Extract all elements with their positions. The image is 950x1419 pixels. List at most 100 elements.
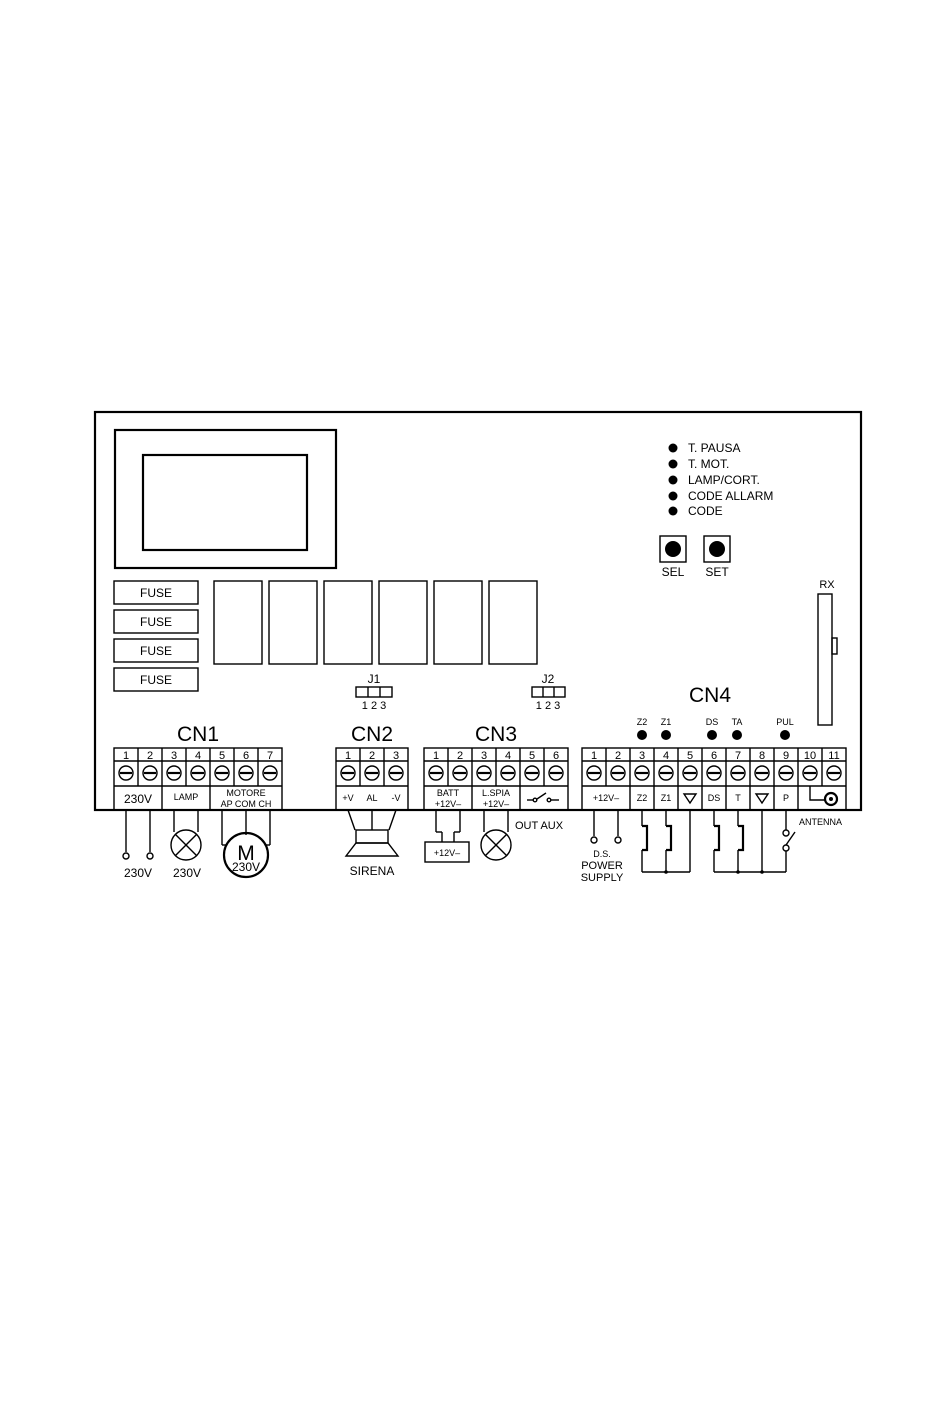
terminal-pin-number: 1 [345, 750, 351, 762]
terminal-pin-number: 7 [267, 750, 273, 762]
cn4-led [780, 730, 790, 740]
cn4-label: DS [708, 793, 721, 803]
out-aux-label: OUT AUX [515, 820, 564, 832]
transformer-outer [113, 428, 338, 570]
switch-symbol-icon [527, 792, 559, 803]
rx-module: RX [817, 579, 838, 726]
cn4-led [707, 730, 717, 740]
cn4-label: P [783, 793, 789, 803]
cn4-push-button-wiring [782, 810, 796, 872]
ds-power-label: SUPPLY [581, 872, 624, 884]
sel-label: SEL [662, 565, 685, 579]
terminal-pin-number: 9 [783, 750, 789, 762]
terminal-pin-number: 6 [553, 750, 559, 762]
terminal-pin-number: 4 [663, 750, 669, 762]
cn4-label: Z1 [661, 793, 672, 803]
terminal-pin-number: 4 [505, 750, 511, 762]
cn3-batt-label: BATT [437, 788, 460, 798]
cn2-label: -V [392, 793, 401, 803]
j2-pins: 1 2 3 [536, 700, 560, 712]
antenna-label: ANTENNA [799, 817, 842, 827]
cn1-motor-wiring: M 230V [221, 810, 271, 879]
led-code-allarm [668, 491, 678, 501]
terminal-pin-number: 5 [687, 750, 693, 762]
cn1-lamp-label: LAMP [174, 792, 199, 802]
fuse-label: FUSE [140, 644, 172, 658]
relay [323, 580, 373, 665]
siren-icon [355, 829, 389, 844]
led-label: LAMP/CORT. [688, 473, 760, 487]
motor-230v-label: 230V [232, 860, 260, 874]
rx-label: RX [819, 579, 835, 591]
cn4-ds-t-contacts-wiring [713, 810, 786, 874]
cn2-title: CN2 [351, 723, 393, 746]
cn4-z-contacts-wiring [641, 810, 691, 874]
ground-icon [682, 793, 698, 805]
cn2-siren-wiring: SIRENA [344, 809, 400, 878]
terminal-pin-number: 10 [804, 750, 816, 762]
terminal-pin-number: 6 [243, 750, 249, 762]
cn3-lspia-sub: +12V– [483, 799, 509, 809]
cn2-label: +V [342, 793, 353, 803]
fuse-label: FUSE [140, 615, 172, 629]
cn1-lamp-wiring: 230V [170, 810, 202, 880]
cn1-motore-sub: AP COM CH [221, 799, 272, 809]
terminal-pin-number: 2 [147, 750, 153, 762]
cn3-title: CN3 [475, 723, 517, 746]
j2-name: J2 [542, 672, 555, 686]
cn1-ext-lamp-230v: 230V [173, 866, 201, 880]
cn3-lspia-label: L.SPIA [482, 788, 510, 798]
lamp-icon [170, 829, 202, 861]
cn1-title: CN1 [177, 723, 219, 746]
terminal-pin-number: 3 [393, 750, 399, 762]
relay-bank [213, 580, 538, 665]
terminal-pin-number: 3 [481, 750, 487, 762]
cn4-label: Z2 [637, 793, 648, 803]
cn4-ds-power-wiring: D.S. POWER SUPPLY [581, 810, 624, 884]
ds-power-label: POWER [581, 860, 623, 872]
connector-cn2: CN2 1 2 3 +V AL -V [335, 723, 409, 811]
terminal-pin-number: 3 [639, 750, 645, 762]
terminal-pin-number: 2 [369, 750, 375, 762]
transformer-inner [141, 453, 309, 552]
terminal-pin-number: 7 [735, 750, 741, 762]
j1-pins: 1 2 3 [362, 700, 386, 712]
cn4-led [732, 730, 742, 740]
relay [268, 580, 318, 665]
led-label: T. MOT. [688, 457, 729, 471]
set-button: SET [703, 535, 731, 579]
led-label: CODE ALLARM [688, 489, 773, 503]
terminal-pin-number: 4 [195, 750, 201, 762]
ds-power-label: D.S. [593, 849, 611, 859]
fuse-label: FUSE [140, 586, 172, 600]
terminal-pin-number: 5 [529, 750, 535, 762]
led-label: T. PAUSA [688, 441, 740, 455]
relay [213, 580, 263, 665]
fuse-block: FUSE FUSE FUSE FUSE [113, 580, 199, 692]
led-code [668, 506, 678, 516]
cn3-batt-sub: +12V– [435, 799, 461, 809]
jumper-j1: J1 1 2 3 [355, 672, 393, 712]
led-t-pausa [668, 443, 678, 453]
cn1-230v-label: 230V [124, 792, 152, 806]
relay [433, 580, 483, 665]
cn1-motore-label: MOTORE [226, 788, 265, 798]
relay [488, 580, 538, 665]
relay [378, 580, 428, 665]
terminal-pin-number: 2 [457, 750, 463, 762]
cn4-title: CN4 [689, 684, 731, 707]
set-label: SET [705, 565, 729, 579]
antenna-connector-icon [809, 786, 825, 801]
terminal-pin-number: 8 [759, 750, 765, 762]
cn1-230v-supply-wiring: 230V [122, 810, 154, 880]
cn4-12v-label: +12V– [593, 793, 619, 803]
led-lamp-cort [668, 475, 678, 485]
motor-icon [222, 831, 270, 879]
cn2-label: AL [366, 793, 377, 803]
cn4-label: T [735, 793, 741, 803]
battery-label: +12V– [434, 848, 460, 858]
